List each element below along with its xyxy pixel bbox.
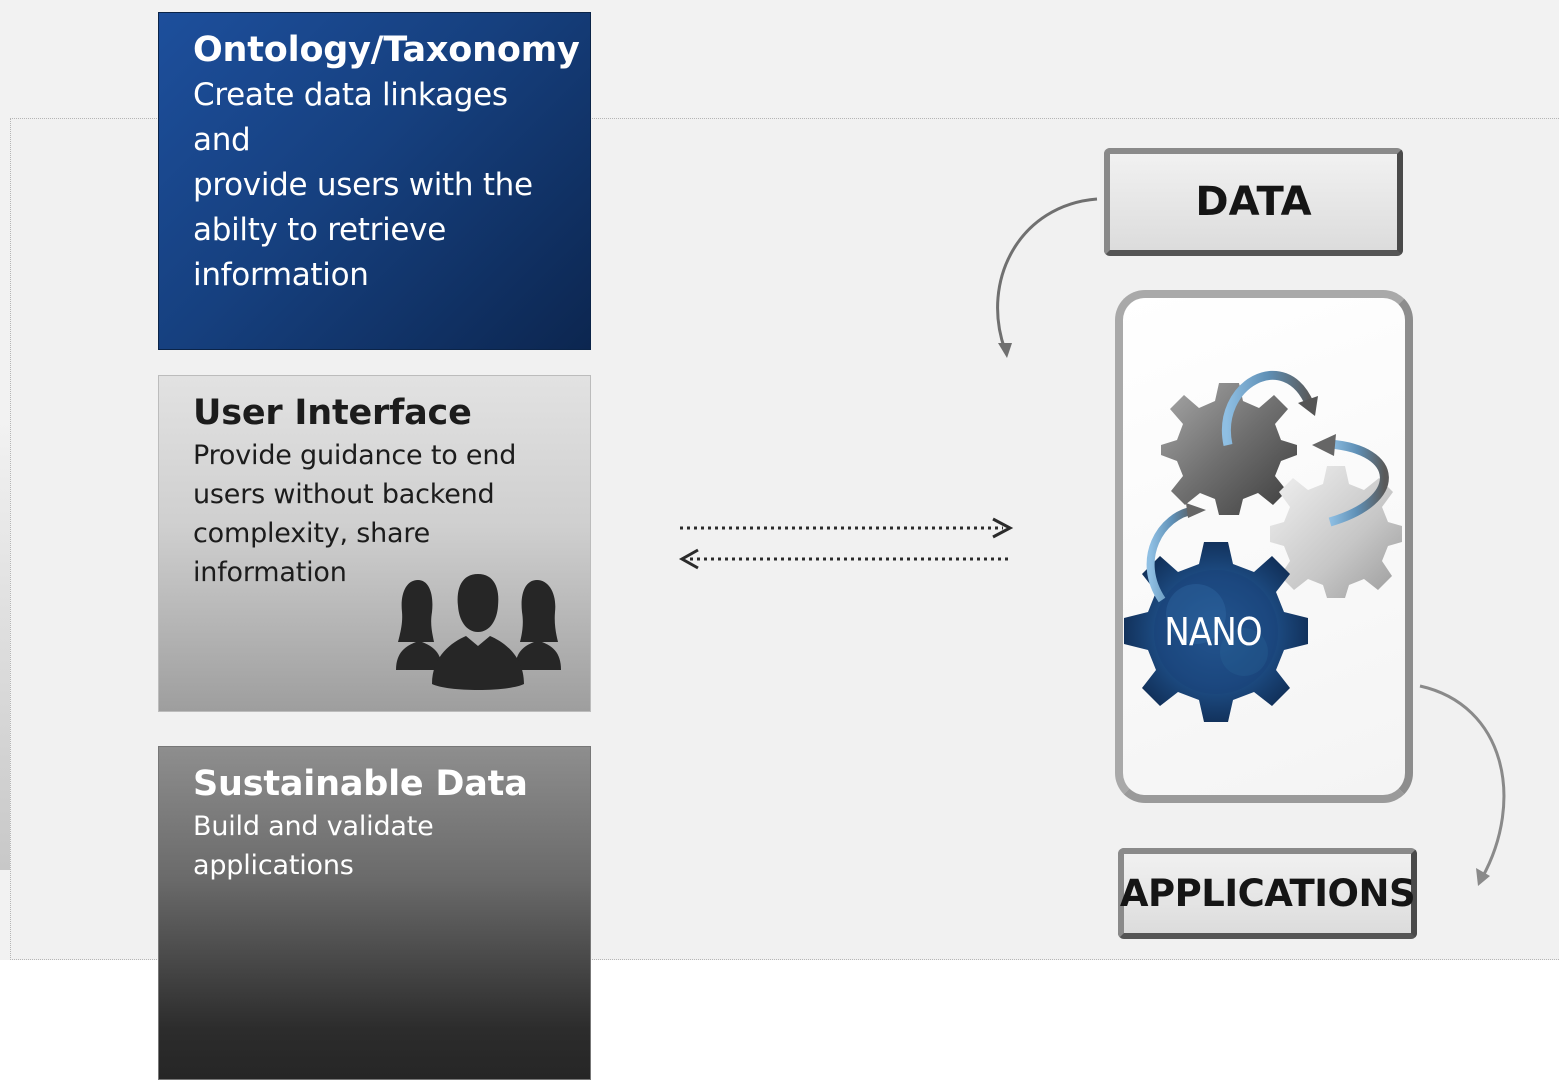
user-interface-card: User Interface Provide guidance to end u…	[158, 375, 591, 712]
user-interface-line-4: information	[193, 557, 347, 588]
cycle-arrowhead	[1298, 396, 1318, 416]
ontology-line-1: Create data linkages and	[193, 77, 508, 158]
user-interface-title: User Interface	[193, 393, 472, 433]
sustainable-data-title: Sustainable Data	[193, 764, 528, 804]
apps-out-arrowhead	[1476, 868, 1490, 886]
people-group-icon	[396, 574, 561, 690]
ontology-line-2: provide users with the	[193, 167, 533, 203]
left-edge-strip	[0, 420, 10, 870]
user-interface-line-3: complexity, share	[193, 518, 431, 549]
cycle-arrow-icon	[1146, 506, 1196, 603]
ontology-line-3: abilty to retrieve	[193, 212, 446, 248]
cycle-arrowhead	[1312, 434, 1336, 456]
data-in-arrow	[996, 197, 1098, 351]
applications-label: APPLICATIONS	[1119, 872, 1416, 915]
data-in-arrowhead	[998, 343, 1012, 358]
user-interface-line-2: users without backend	[193, 479, 495, 510]
nano-gear-icon	[1124, 542, 1308, 722]
gear-icon	[1161, 383, 1297, 515]
cycle-arrowhead	[1186, 503, 1206, 518]
sustainable-data-card: Sustainable Data Build and validate appl…	[158, 746, 591, 1080]
sustainable-data-line-1: Build and validate	[193, 811, 434, 842]
data-box: DATA	[1104, 148, 1403, 256]
sustainable-data-line-2: applications	[193, 850, 354, 881]
ontology-taxonomy-card: Ontology/Taxonomy Create data linkages a…	[158, 12, 591, 350]
apps-out-arrow	[1419, 684, 1506, 879]
applications-box: APPLICATIONS	[1118, 848, 1417, 939]
ontology-title: Ontology/Taxonomy	[193, 30, 580, 70]
nano-label: NANO	[1164, 610, 1261, 654]
cycle-arrow-icon	[1221, 370, 1315, 446]
cycle-arrow-icon	[1328, 439, 1389, 527]
user-interface-line-1: Provide guidance to end	[193, 440, 517, 471]
ontology-line-4: information	[193, 257, 369, 293]
data-label: DATA	[1195, 179, 1312, 225]
